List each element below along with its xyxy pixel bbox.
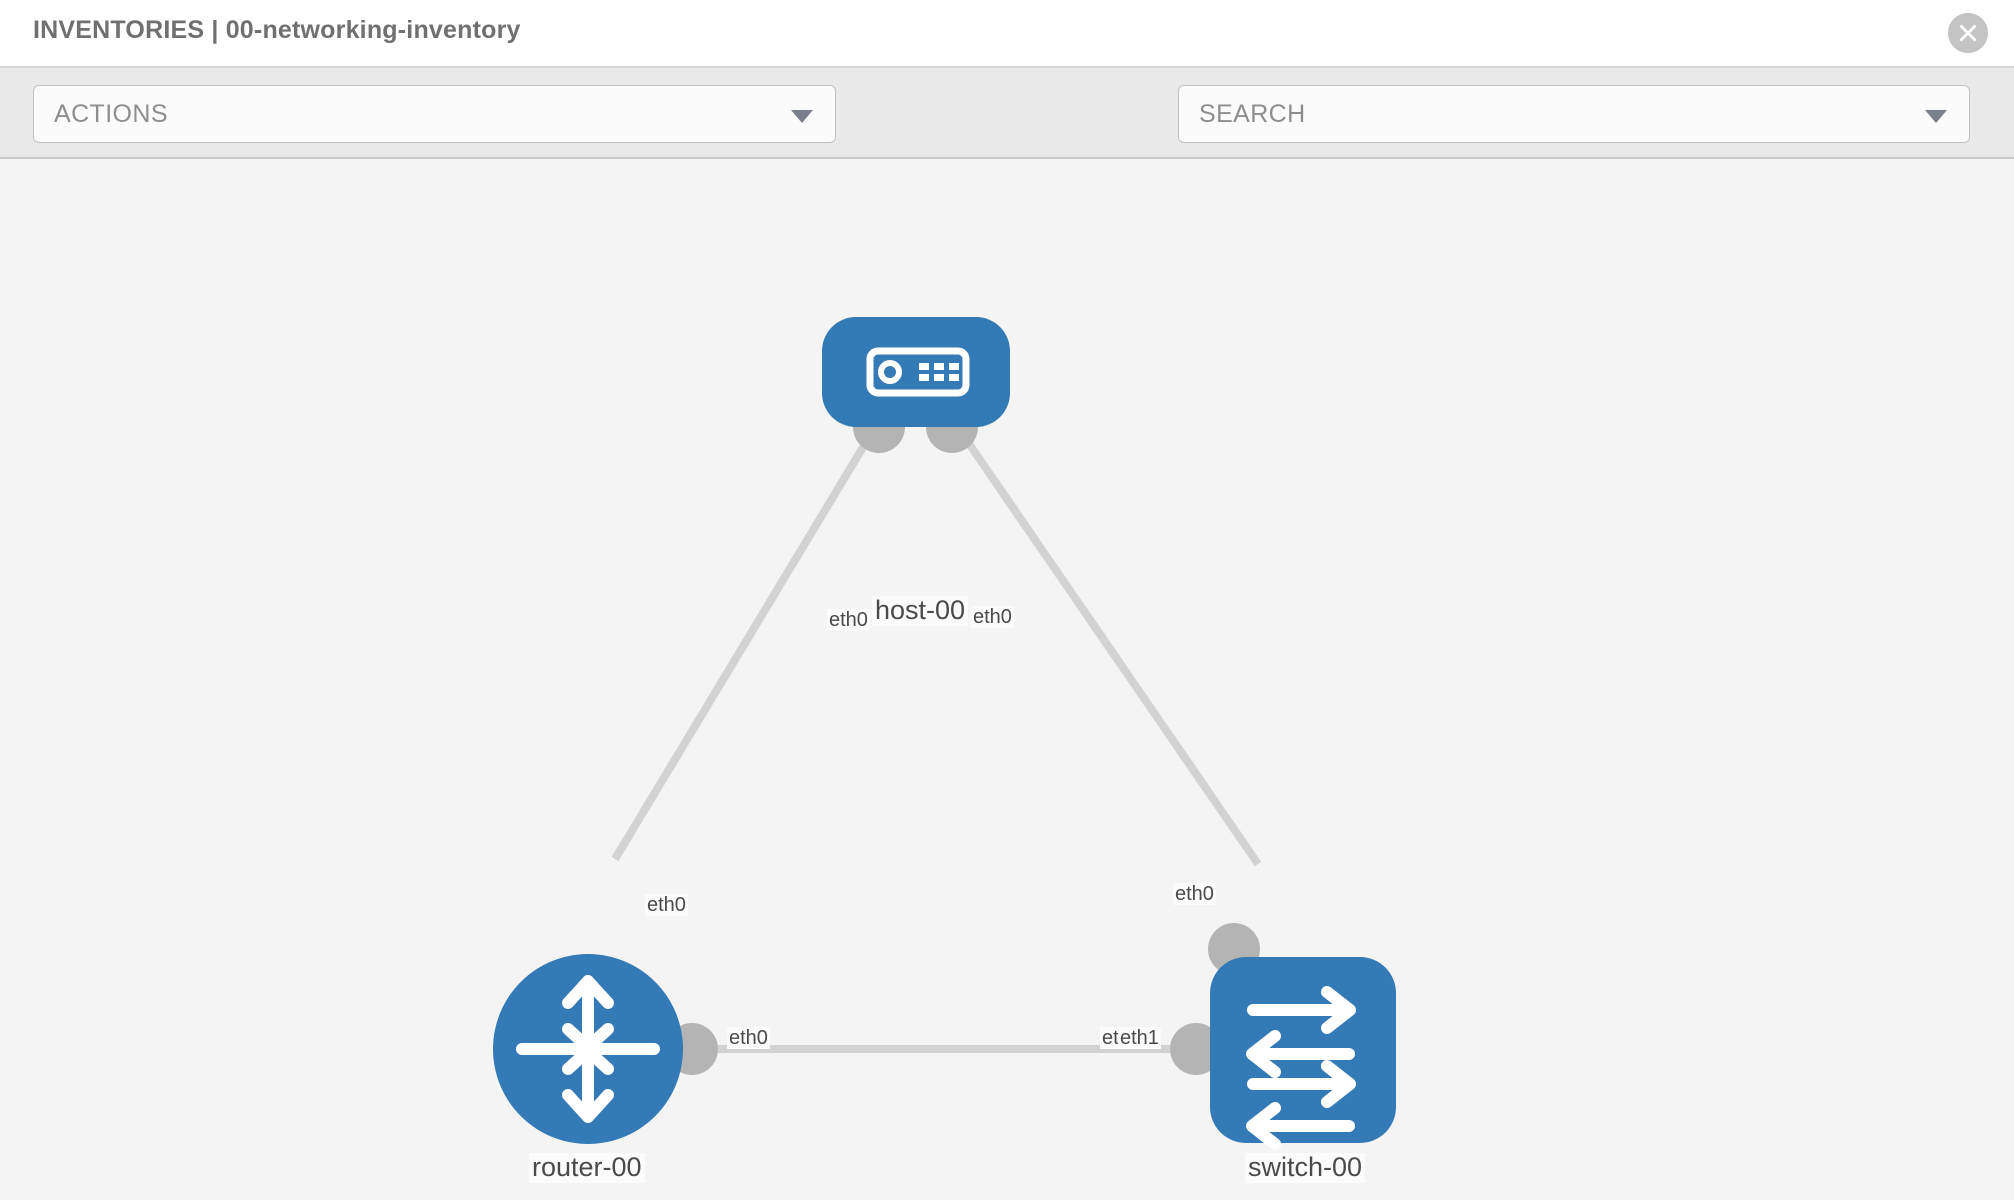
search-placeholder: SEARCH: [1199, 100, 1306, 128]
router-arrows-icon: [516, 975, 660, 1123]
chevron-down-icon: [1925, 110, 1947, 123]
iface-label-host-eth0-right: eth0: [971, 606, 1014, 628]
iface-label-router-eth0-up: eth0: [645, 894, 688, 916]
switch-arrows-icon: [1246, 986, 1356, 1150]
topology-links: [611, 416, 1262, 1053]
connector-switch-eth1[interactable]: [1170, 1023, 1222, 1075]
topology-canvas[interactable]: eth0 eth0 eth0 eth0 eth0 eth0 eth1 host-…: [0, 159, 2014, 1200]
actions-dropdown-label: ACTIONS: [54, 100, 168, 128]
iface-label-router-eth0: eth0: [727, 1027, 770, 1049]
chevron-down-icon: [791, 110, 813, 123]
iface-label-switch-eth1: eth1: [1118, 1027, 1161, 1049]
iface-label-switch-eth0-up: eth0: [1173, 883, 1216, 905]
node-label-router-00: router-00: [529, 1152, 645, 1183]
link-host-switch[interactable]: [948, 416, 1262, 867]
node-label-host-00: host-00: [872, 595, 969, 626]
close-icon[interactable]: [1948, 13, 1988, 53]
node-host-00[interactable]: [822, 317, 1010, 427]
node-switch-00[interactable]: [1210, 957, 1396, 1150]
link-host-router[interactable]: [611, 416, 884, 862]
iface-label-host-eth0-left: eth0: [827, 609, 870, 631]
topology-graph: [493, 317, 1396, 1150]
search-input[interactable]: SEARCH: [1178, 85, 1970, 143]
page-header: INVENTORIES | 00-networking-inventory: [0, 0, 2014, 68]
node-router-00[interactable]: [493, 954, 683, 1144]
page-title: INVENTORIES | 00-networking-inventory: [33, 16, 521, 44]
actions-dropdown[interactable]: ACTIONS: [33, 85, 836, 143]
node-label-switch-00: switch-00: [1245, 1152, 1366, 1183]
server-icon: [866, 347, 970, 397]
toolbar: ACTIONS SEARCH: [0, 68, 2014, 206]
